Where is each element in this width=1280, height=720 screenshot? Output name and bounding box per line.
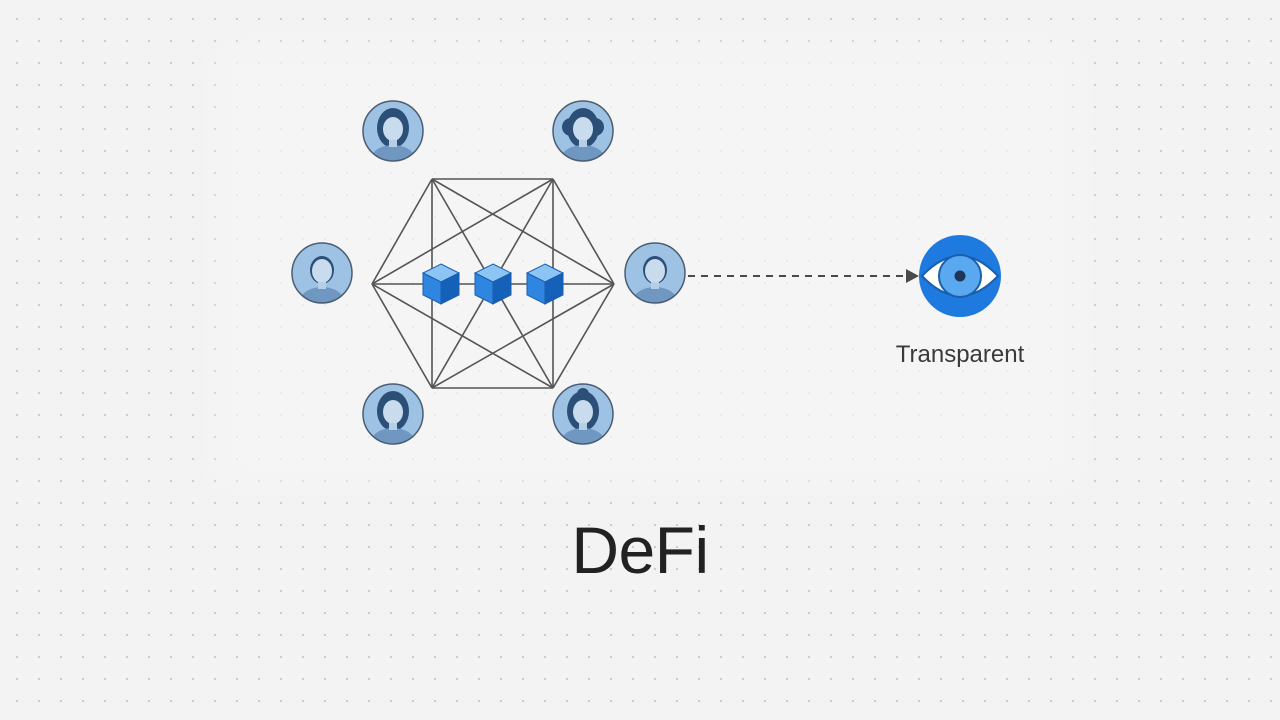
person-woman-icon [371,108,415,161]
blockchain-blocks [421,263,565,305]
participant-left [291,242,353,304]
eye-icon [919,235,1001,317]
participant-top-left [362,100,424,162]
person-woman-bun-icon [561,388,605,444]
participant-top-right [552,100,614,162]
block-cube-icon [473,263,513,305]
participant-bottom-right [552,383,614,445]
transparency-arrow [688,269,919,283]
participant-bottom-left [362,383,424,445]
block-cube-icon [421,263,461,305]
block-cube-icon [525,263,565,305]
person-woman-curly-icon [561,108,605,161]
person-man-icon [633,256,677,303]
participants [291,100,686,445]
participant-right [624,242,686,304]
person-woman-icon [371,391,415,444]
person-man-icon [300,256,344,303]
transparent-label: Transparent [895,341,1025,368]
page-title: DeFi [571,513,709,587]
